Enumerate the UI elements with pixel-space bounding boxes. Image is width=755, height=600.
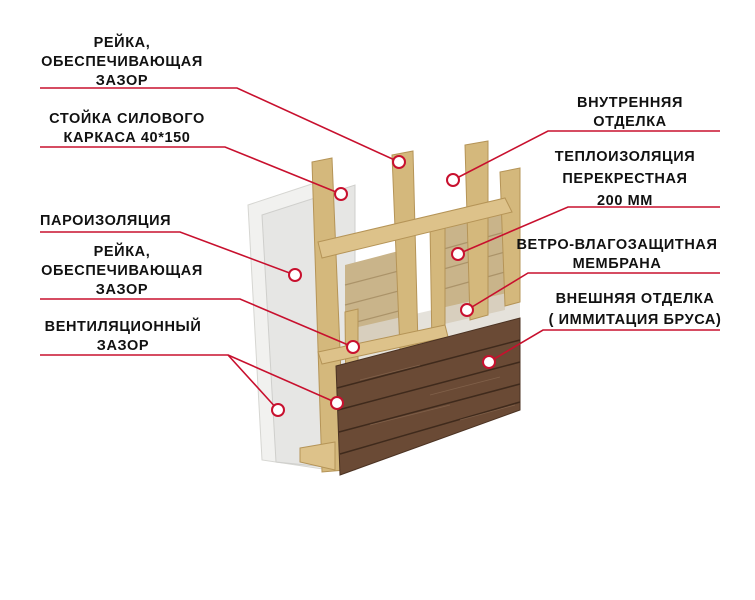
label-line: 200 ММ — [597, 193, 653, 209]
leader-line-vent-a — [40, 354, 279, 411]
leader-line-inner — [452, 130, 720, 181]
label-line: ВНЕШНЯЯ ОТДЕЛКА — [555, 291, 715, 307]
label-line: ВЕТРО-ВЛАГОЗАЩИТНАЯ — [516, 237, 718, 253]
label-line: ПЕРЕКРЕСТНАЯ — [562, 171, 688, 187]
marker-dot — [460, 303, 474, 317]
marker-dot — [334, 187, 348, 201]
leader-line-vapor — [40, 231, 296, 276]
label-line: ПАРОИЗОЛЯЦИЯ — [40, 213, 172, 229]
marker-dot — [392, 155, 406, 169]
label-line: МЕМБРАНА — [572, 256, 662, 272]
leader-line-rail-mid — [40, 298, 354, 348]
label-line: ЗАЗОР — [95, 282, 149, 298]
label-membrane: ВЕТРО-ВЛАГОЗАЩИТНАЯ МЕМБРАНА — [512, 236, 722, 274]
leader-line-outer — [488, 329, 720, 363]
label-vapor-barrier: ПАРОИЗОЛЯЦИЯ — [40, 212, 171, 231]
label-outer-finish: ВНЕШНЯЯ ОТДЕЛКА ( ИММИТАЦИЯ БРУСА) — [535, 289, 735, 331]
leader-line-membrane — [466, 272, 720, 311]
leader-line-vent-b — [227, 354, 338, 404]
label-line: ЗАЗОР — [95, 73, 149, 89]
marker-dot — [482, 355, 496, 369]
leader-line-rail-top — [40, 87, 400, 163]
label-line: РЕЙКА, — [93, 244, 151, 260]
horizontal-rail — [299, 441, 336, 471]
marker-dot — [271, 403, 285, 417]
label-line: ТЕПЛОИЗОЛЯЦИЯ — [554, 149, 696, 165]
exterior-siding — [335, 317, 521, 476]
horizontal-rail — [317, 197, 513, 259]
label-insulation: ТЕПЛОИЗОЛЯЦИЯ ПЕРЕКРЕСТНАЯ 200 ММ — [545, 146, 705, 212]
marker-dot — [288, 268, 302, 282]
label-line: СТОЙКА СИЛОВОГО — [49, 111, 205, 127]
label-line: РЕЙКА, — [93, 35, 151, 51]
label-line: ОБЕСПЕЧИВАЮЩАЯ — [41, 54, 203, 70]
label-frame-post: СТОЙКА СИЛОВОГО КАРКАСА 40*150 — [38, 110, 216, 148]
label-line: ОБЕСПЕЧИВАЮЩАЯ — [41, 263, 203, 279]
marker-dot — [330, 396, 344, 410]
label-vent-gap: ВЕНТИЛЯЦИОННЫЙ ЗАЗОР — [38, 318, 208, 356]
label-line: ВЕНТИЛЯЦИОННЫЙ — [44, 319, 202, 335]
frame-post — [464, 140, 489, 321]
leader-line-frame-post — [40, 146, 342, 195]
label-rail-mid: РЕЙКА, ОБЕСПЕЧИВАЮЩАЯ ЗАЗОР — [38, 243, 206, 300]
label-line: ЗАЗОР — [96, 338, 150, 354]
label-inner-finish: ВНУТРЕННЯЯ ОТДЕЛКА — [560, 94, 700, 132]
marker-dot — [446, 173, 460, 187]
label-line: ОТДЕЛКА — [593, 114, 667, 130]
marker-dot — [451, 247, 465, 261]
label-line: ( ИММИТАЦИЯ БРУСА) — [548, 312, 722, 328]
marker-dot — [346, 340, 360, 354]
label-rail-top: РЕЙКА, ОБЕСПЕЧИВАЮЩАЯ ЗАЗОР — [38, 34, 206, 91]
label-line: ВНУТРЕННЯЯ — [577, 95, 683, 111]
leader-line-insulation — [457, 206, 720, 255]
label-line: КАРКАСА 40*150 — [63, 130, 191, 146]
